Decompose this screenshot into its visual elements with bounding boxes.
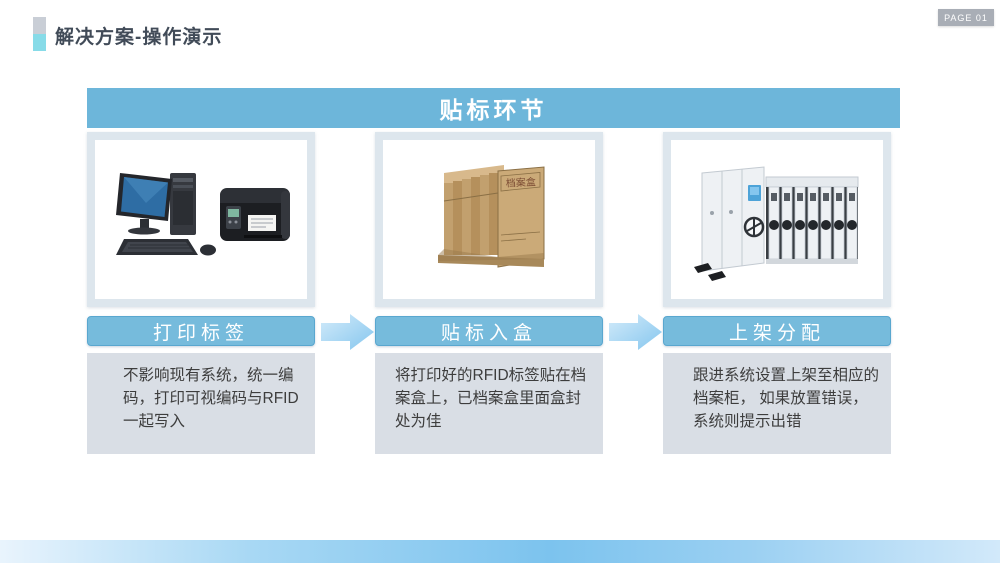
- step-label-shelving: 上架分配: [663, 316, 891, 346]
- section-banner: 贴标环节: [87, 88, 900, 128]
- step-description-box: 将打印好的RFID标签贴在档案盒上，已档案盒里面盒封处为佳: [375, 353, 603, 454]
- flow-arrow-icon: [321, 314, 374, 350]
- accent-bar-cyan: [33, 34, 46, 51]
- accent-bar-gray: [33, 17, 46, 34]
- computer-printer-image: [116, 173, 290, 256]
- image-panel: 档案盒: [375, 132, 603, 307]
- step-label-print: 打印标签: [87, 316, 315, 346]
- title-accent-bar: [33, 17, 46, 51]
- image-box: [95, 140, 307, 299]
- flow-arrow-icon: [609, 314, 662, 350]
- image-panel: [87, 132, 315, 307]
- archive-box-image: 档案盒: [438, 165, 545, 268]
- page-title: 解决方案-操作演示: [55, 27, 223, 48]
- step-description-shelving: 跟进系统设置上架至相应的档案柜， 如果放置错误，系统则提示出错: [663, 353, 891, 454]
- step-label-box: 贴标入盒: [375, 316, 603, 346]
- page-number-badge: PAGE 01: [938, 9, 994, 26]
- step-column-label-box: 档案盒 贴标入盒 将打印好的RFID标签贴在档案盒上，已档案盒里面盒封处为佳: [375, 132, 603, 454]
- image-box: [671, 140, 883, 299]
- step-description-print: 不影响现有系统，统一编码，打印可视编码与RFID一起写入: [87, 353, 315, 454]
- image-panel: [663, 132, 891, 307]
- mobile-shelving-image: [694, 166, 859, 281]
- step-column-shelving: 上架分配 跟进系统设置上架至相应的档案柜， 如果放置错误，系统则提示出错: [663, 132, 891, 454]
- image-box: 档案盒: [383, 140, 595, 299]
- step-column-print-label: 打印标签 不影响现有系统，统一编码，打印可视编码与RFID一起写入: [87, 132, 315, 454]
- archive-box-label-text: 档案盒: [505, 175, 536, 190]
- bottom-decoration-strip: [0, 540, 1000, 563]
